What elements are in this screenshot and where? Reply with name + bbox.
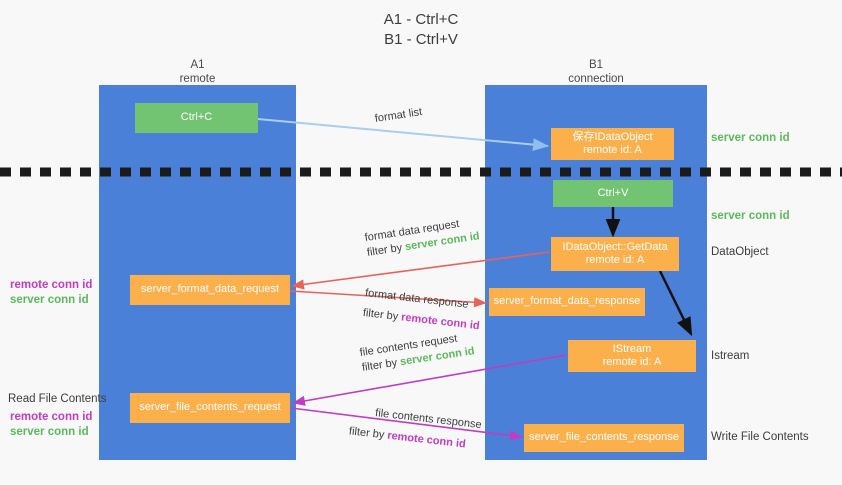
annotation-server-conn-id-mid: server conn id	[711, 210, 790, 222]
annotation-dataobject: DataObject	[711, 246, 769, 258]
box-idataobject-getdata-line1: IDataObject::GetData	[562, 240, 668, 253]
annotation-remote-conn-id-1: remote conn id	[10, 279, 93, 291]
box-server-format-data-request-label: server_format_data_request	[140, 283, 280, 296]
box-server-format-data-request[interactable]: server_format_data_request	[130, 275, 290, 305]
box-ctrl-v[interactable]: Ctrl+V	[553, 180, 673, 207]
annotation-istream: Istream	[711, 350, 750, 362]
diagram-title: A1 - Ctrl+C B1 - Ctrl+V	[0, 10, 842, 50]
box-idataobject-store-line1: 保存IDataObject	[572, 130, 653, 143]
lane-b1-header: B1 connection	[485, 58, 707, 86]
box-server-file-contents-response-label: server_file_contents_response	[529, 431, 679, 444]
filter-prefix: filter by	[348, 425, 388, 442]
box-idataobject-getdata-line2: remote id: A	[585, 254, 645, 266]
box-idataobject-store-line2: remote id: A	[583, 144, 642, 156]
title-line-2: B1 - Ctrl+V	[384, 31, 458, 48]
box-istream[interactable]: IStream remote id: A	[568, 340, 696, 372]
lane-a1-sub: remote	[179, 73, 216, 85]
edge-label-format-data-response: format data response filter by remote co…	[362, 286, 483, 334]
annotation-server-conn-id-2: server conn id	[10, 426, 89, 438]
box-idataobject-getdata[interactable]: IDataObject::GetData remote id: A	[551, 237, 679, 271]
annotation-group-file-contents: remote conn id server conn id	[10, 410, 92, 440]
box-server-file-contents-request-label: server_file_contents_request	[139, 401, 281, 414]
box-server-format-data-response-label: server_format_data_response	[493, 295, 641, 308]
lane-a1-header: A1 remote	[99, 58, 296, 86]
lane-b1-name: B1	[588, 59, 604, 71]
lane-a1-name: A1	[190, 59, 205, 71]
annotation-write-file-contents: Write File Contents	[711, 431, 809, 443]
annotation-group-format-data: remote conn id server conn id	[10, 278, 92, 308]
box-ctrl-v-label: Ctrl+V	[597, 186, 629, 199]
annotation-remote-conn-id-2: remote conn id	[10, 411, 93, 423]
edge-label-file-contents-response: file contents response filter by remote …	[348, 406, 482, 454]
filter-key-remote-conn-id: remote conn id	[386, 429, 467, 451]
edge-label-file-contents-request: file contents request filter by server c…	[359, 329, 476, 375]
lane-b1-sub: connection	[568, 73, 624, 85]
annotation-read-file-contents: Read File Contents	[8, 393, 107, 405]
annotation-server-conn-id-top: server conn id	[711, 132, 790, 144]
box-ctrl-c-label: Ctrl+C	[180, 111, 213, 124]
title-line-1: A1 - Ctrl+C	[383, 11, 459, 28]
box-server-file-contents-request[interactable]: server_file_contents_request	[130, 393, 290, 423]
box-ctrl-c[interactable]: Ctrl+C	[135, 103, 258, 133]
box-istream-line1: IStream	[612, 342, 652, 355]
box-idataobject-store[interactable]: 保存IDataObject remote id: A	[551, 128, 674, 160]
filter-prefix: filter by	[362, 306, 402, 324]
annotation-server-conn-id-1: server conn id	[10, 294, 89, 306]
edge-label-format-list: format list	[374, 105, 423, 127]
edge-label-format-list-text: format list	[374, 106, 423, 125]
box-server-format-data-response[interactable]: server_format_data_response	[489, 288, 645, 316]
edge-label-format-data-request: format data request filter by server con…	[364, 214, 481, 260]
box-istream-line2: remote id: A	[602, 356, 662, 368]
box-server-file-contents-response[interactable]: server_file_contents_response	[524, 424, 684, 452]
